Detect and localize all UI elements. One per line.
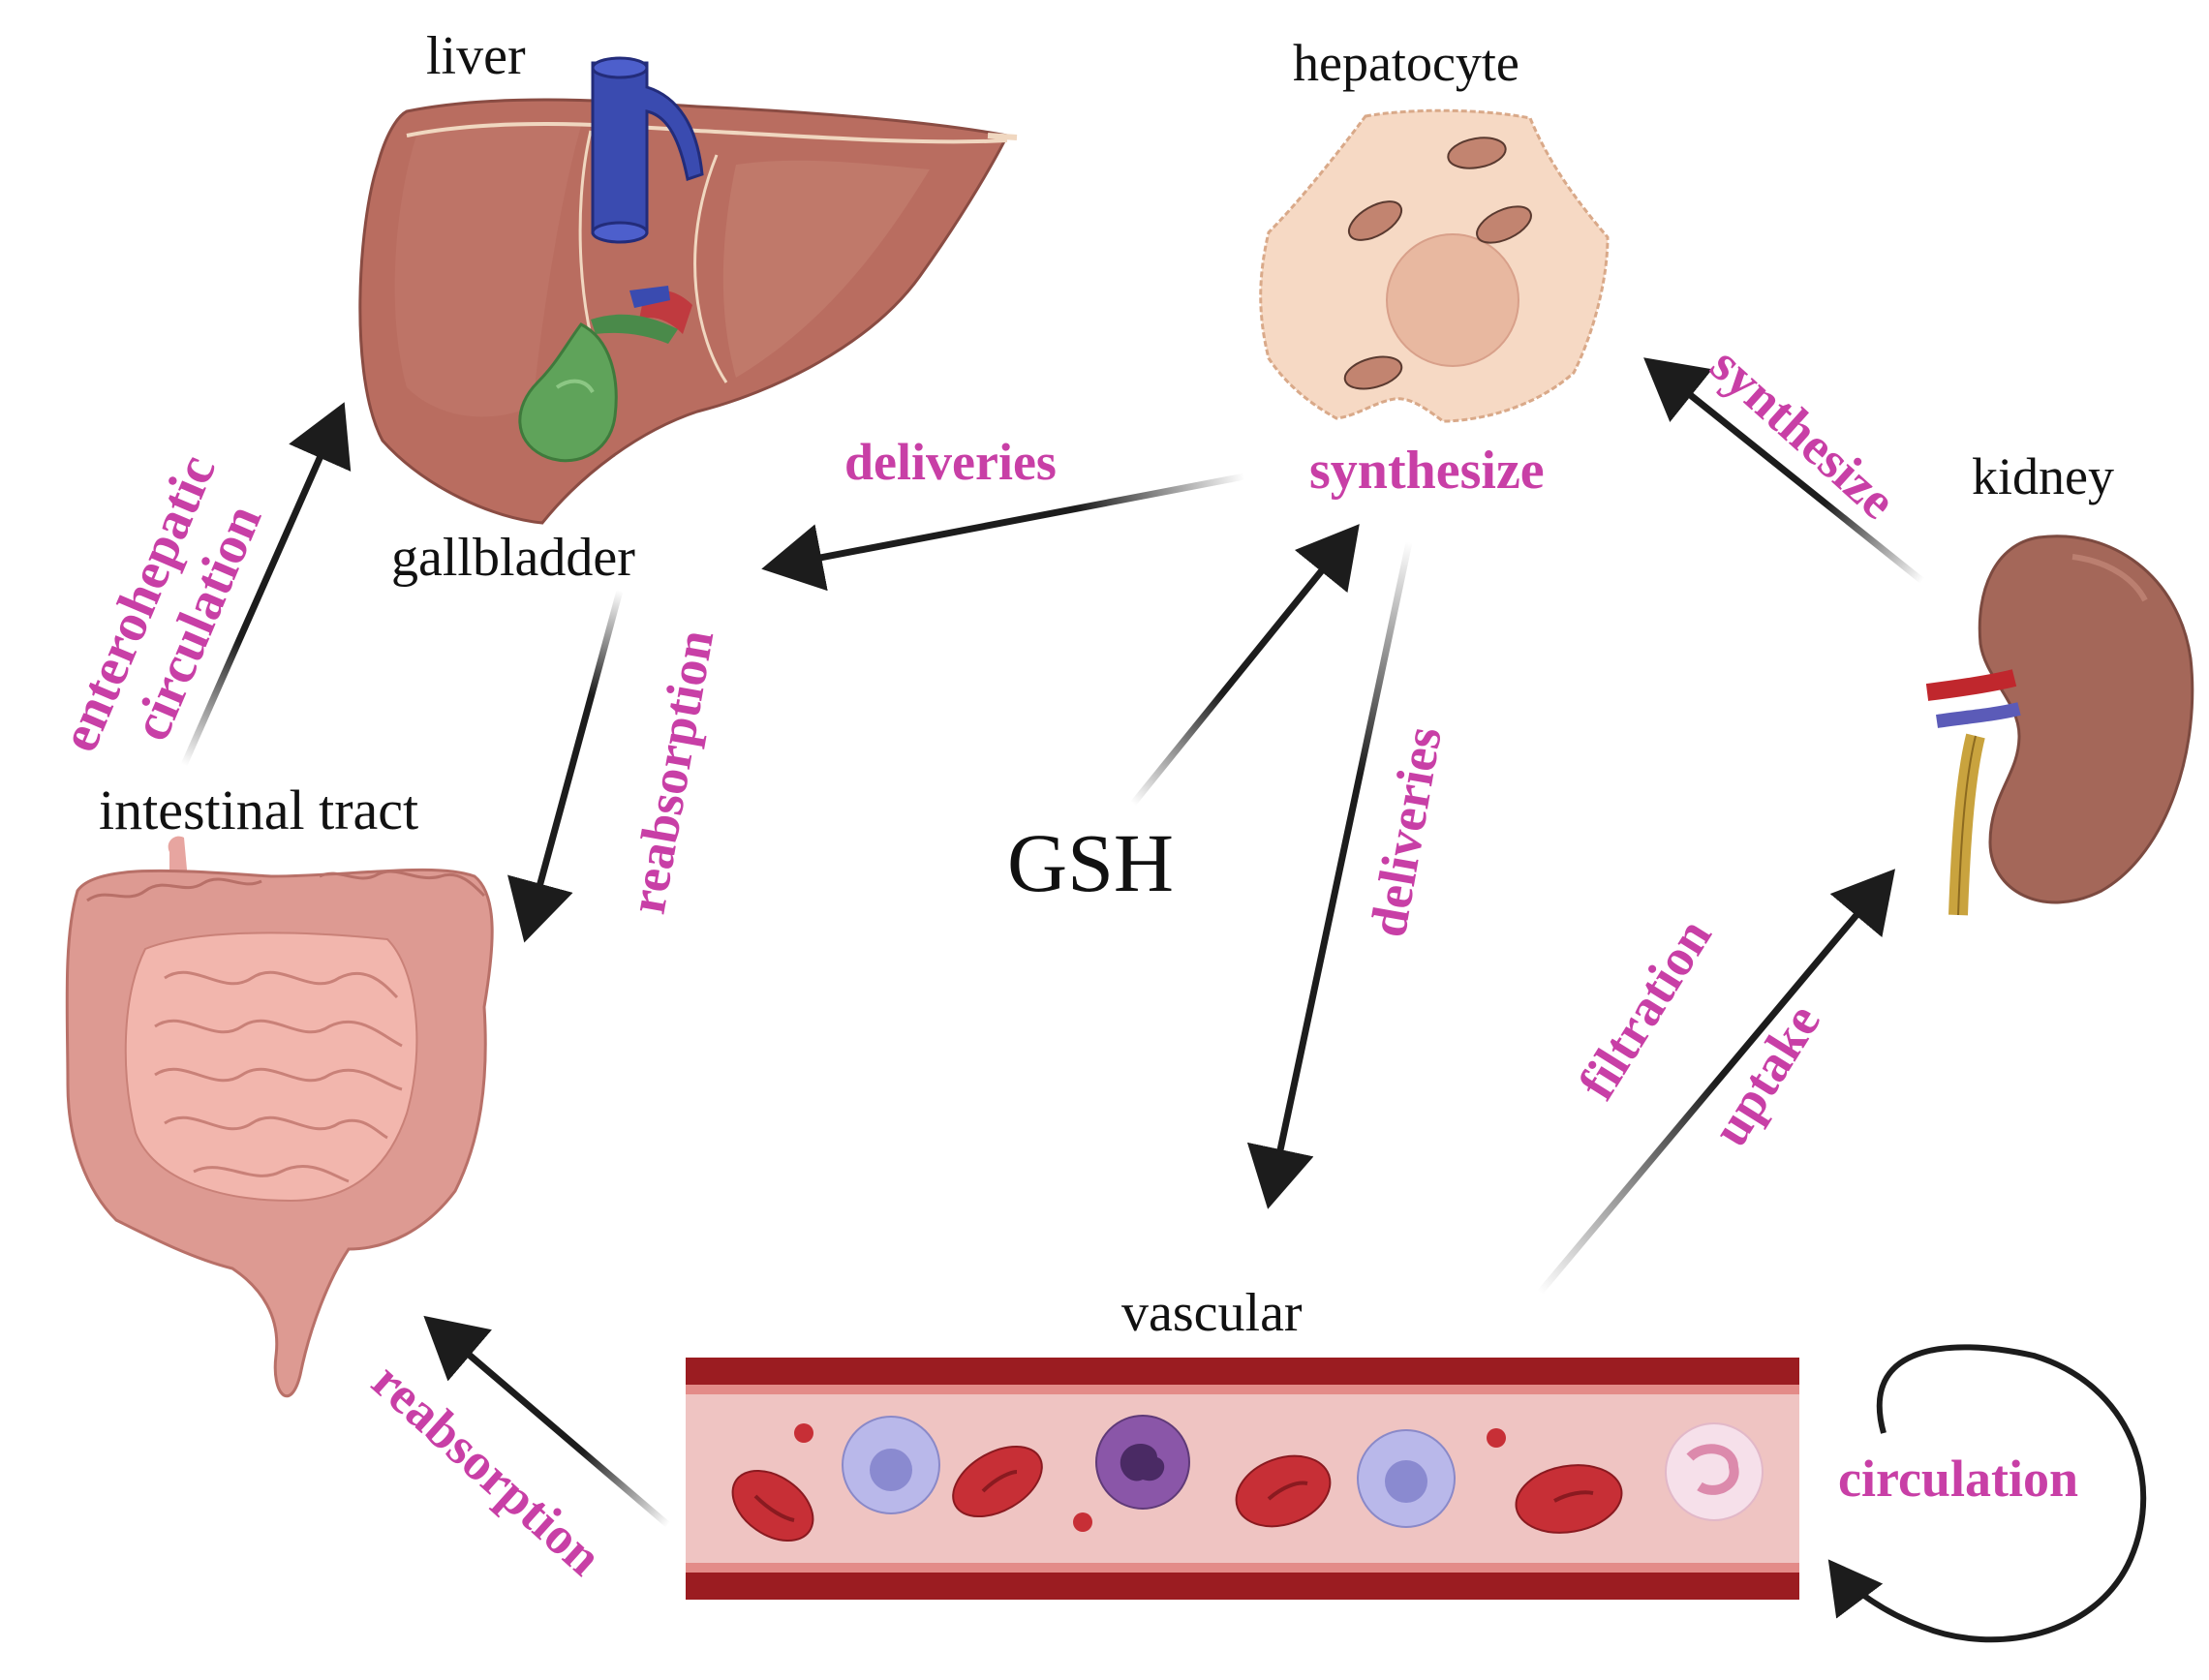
hepatocyte-illustration [1259, 108, 1610, 423]
intestinal-tract-label: intestinal tract [99, 779, 419, 841]
kidney-illustration [1925, 535, 2194, 916]
circulation-loop-label: circulation [1838, 1450, 2078, 1508]
liver-illustration [358, 56, 1018, 525]
vascular-label: vascular [1121, 1283, 1303, 1343]
arrow-reabsorption-gallbladder [507, 590, 624, 943]
liver-label: liver [426, 26, 526, 86]
kidney-label: kidney [1972, 447, 2114, 505]
gallbladder-label: gallbladder [391, 528, 635, 588]
arrow-circulation-loop [1827, 1344, 2147, 1643]
arrow-enterohepatic-circulation [180, 402, 352, 767]
arrow-deliveries-to-vascular [1246, 541, 1413, 1209]
arrows [180, 357, 2147, 1643]
hepatocyte-label: hepatocyte [1293, 34, 1519, 92]
synthesize-hepatocyte-label: synthesize [1309, 441, 1545, 501]
arrow-kidney-synthesize [1643, 357, 1925, 584]
arrow-filtration-uptake [1537, 869, 1895, 1296]
gsh-label: GSH [1007, 816, 1175, 909]
intestine-illustration [65, 836, 494, 1398]
arrow-deliveries-to-gallbladder [761, 473, 1245, 592]
vessel-illustration [686, 1358, 1799, 1600]
arrow-reabsorption-vascular [423, 1315, 671, 1528]
deliveries-gallbladder-label: deliveries [844, 433, 1057, 491]
arrow-gsh-synthesize [1130, 524, 1360, 807]
